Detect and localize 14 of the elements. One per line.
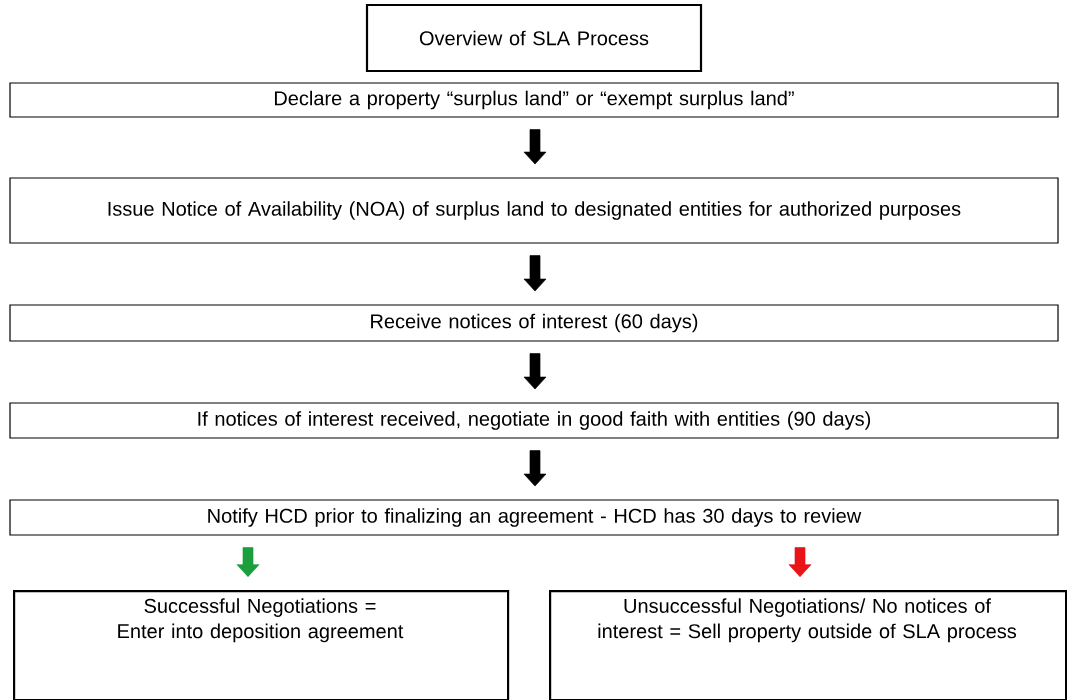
process-box: Declare a property “surplus land” or “exempt surplus land” <box>9 82 1059 118</box>
process-box: Notify HCD prior to finalizing an agreement - HCD has 30 days to review <box>9 499 1059 536</box>
title-box: Overview of SLA Process <box>365 3 703 73</box>
process-box: If notices of interest received, negotiate in good faith with entities (90 days) <box>9 402 1059 439</box>
arrow <box>523 450 547 487</box>
arrow <box>236 547 260 577</box>
arrow <box>788 547 812 577</box>
arrow <box>523 129 547 165</box>
process-box: Receive notices of interest (60 days) <box>9 304 1059 342</box>
outcome-box: Successful Negotiations = Enter into deposition agreement <box>13 590 510 700</box>
arrow <box>523 353 547 390</box>
outcome-box: Unsuccessful Negotiations/ No notices of interest = Sell property outside of SLA process <box>549 590 1067 700</box>
process-box: Issue Notice of Availability (NOA) of surplus land to designated entities for authorized purposes <box>9 177 1059 244</box>
arrow <box>523 255 547 292</box>
